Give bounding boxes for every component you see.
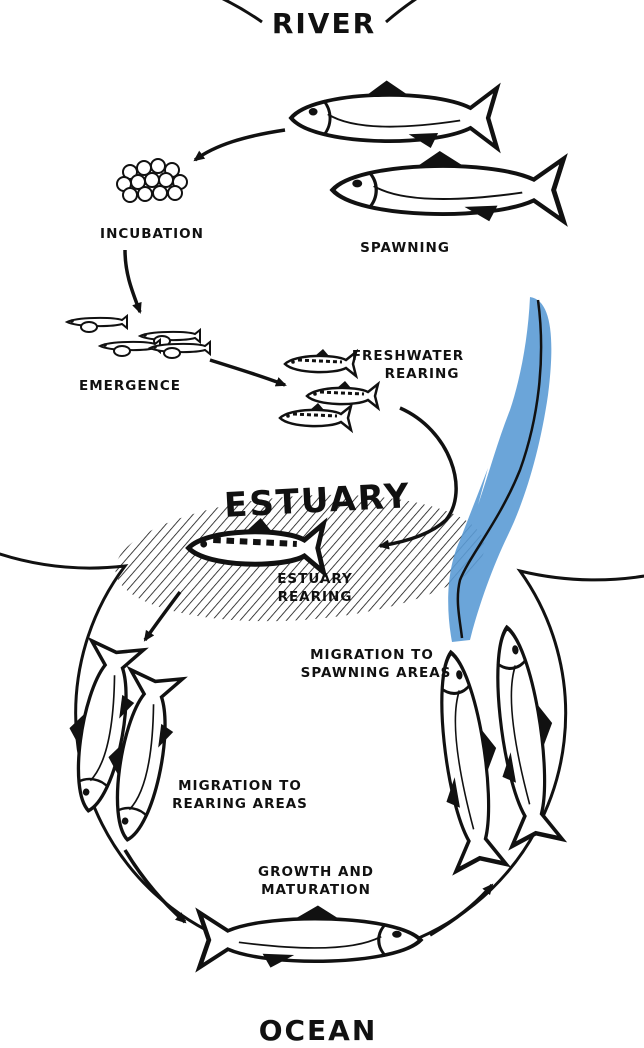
- migration-spawning-label-line1: MIGRATION TO: [310, 647, 434, 663]
- growth-label-line2: MATURATION: [261, 882, 371, 898]
- river-title: RIVER: [272, 7, 376, 40]
- spawning-fish-lower: [333, 151, 564, 221]
- migration-spawning-label-line2: SPAWNING AREAS: [301, 665, 452, 681]
- freshwater-fish-3: [280, 403, 351, 430]
- arrow-emergence-to-freshwater: [210, 360, 285, 385]
- emergence-label: EMERGENCE: [79, 378, 181, 394]
- ocean-title: OCEAN: [259, 1014, 378, 1047]
- spawning-label: SPAWNING: [360, 240, 450, 256]
- arrow-growth-to-returning: [430, 885, 492, 935]
- incubation-label: INCUBATION: [100, 226, 204, 242]
- returning-fish-right: [482, 623, 568, 846]
- egg-cluster: [117, 159, 187, 202]
- estuary-rearing-label-line2: REARING: [278, 589, 353, 605]
- migration-rearing-label-line1: MIGRATION TO: [178, 778, 302, 794]
- emergence-fry-1: [67, 316, 127, 332]
- freshwater-rearing-label-line1: FRESHWATER: [352, 348, 464, 364]
- cycle-outline: [0, 0, 644, 958]
- freshwater-fish-1: [285, 349, 356, 376]
- growth-label-line1: GROWTH AND: [258, 864, 374, 880]
- migration-rearing-label-line2: REARING AREAS: [172, 796, 308, 812]
- arrow-spawning-to-incubation: [195, 130, 285, 160]
- estuary-rearing-label-line1: ESTUARY: [277, 571, 353, 587]
- arrow-incubation-to-emergence: [125, 250, 140, 312]
- spawning-fish-upper: [291, 81, 497, 149]
- freshwater-rearing-label-line2: REARING: [385, 366, 460, 382]
- ocean-adult-fish: [199, 906, 420, 968]
